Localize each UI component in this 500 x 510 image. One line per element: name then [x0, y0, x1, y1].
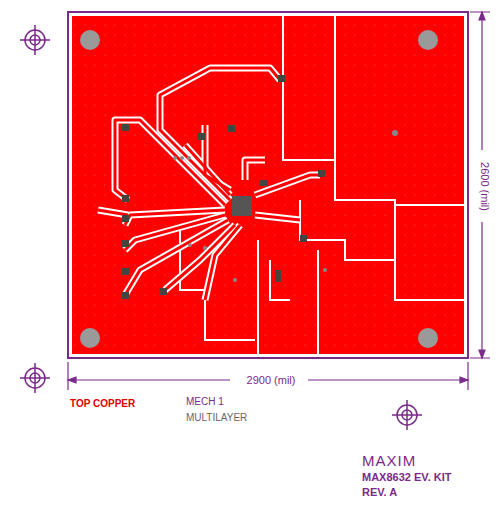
dimension-label: 2900 (mil) [245, 375, 298, 386]
traces [98, 68, 320, 300]
title-label: MAX8632 EV. KIT [362, 472, 451, 483]
ic-package [232, 196, 252, 216]
board-outline [68, 12, 468, 358]
copper-pour [72, 16, 464, 354]
layer-label: MECH 1 [186, 397, 224, 407]
brand-label: MAXIM [362, 453, 416, 468]
layer-label: TOP COPPER [70, 399, 135, 409]
trace-clearance [98, 68, 320, 300]
dimension-lines [68, 12, 490, 390]
via-grid [72, 16, 464, 354]
revision-label: REV. A [362, 487, 397, 498]
component-pads [122, 75, 325, 299]
layer-label: MULTILAYER [186, 413, 247, 423]
vias [173, 130, 398, 282]
dimension-label: 2600 (mil) [479, 160, 490, 213]
mounting-holes [80, 30, 438, 348]
fiducial-targets [20, 25, 422, 430]
